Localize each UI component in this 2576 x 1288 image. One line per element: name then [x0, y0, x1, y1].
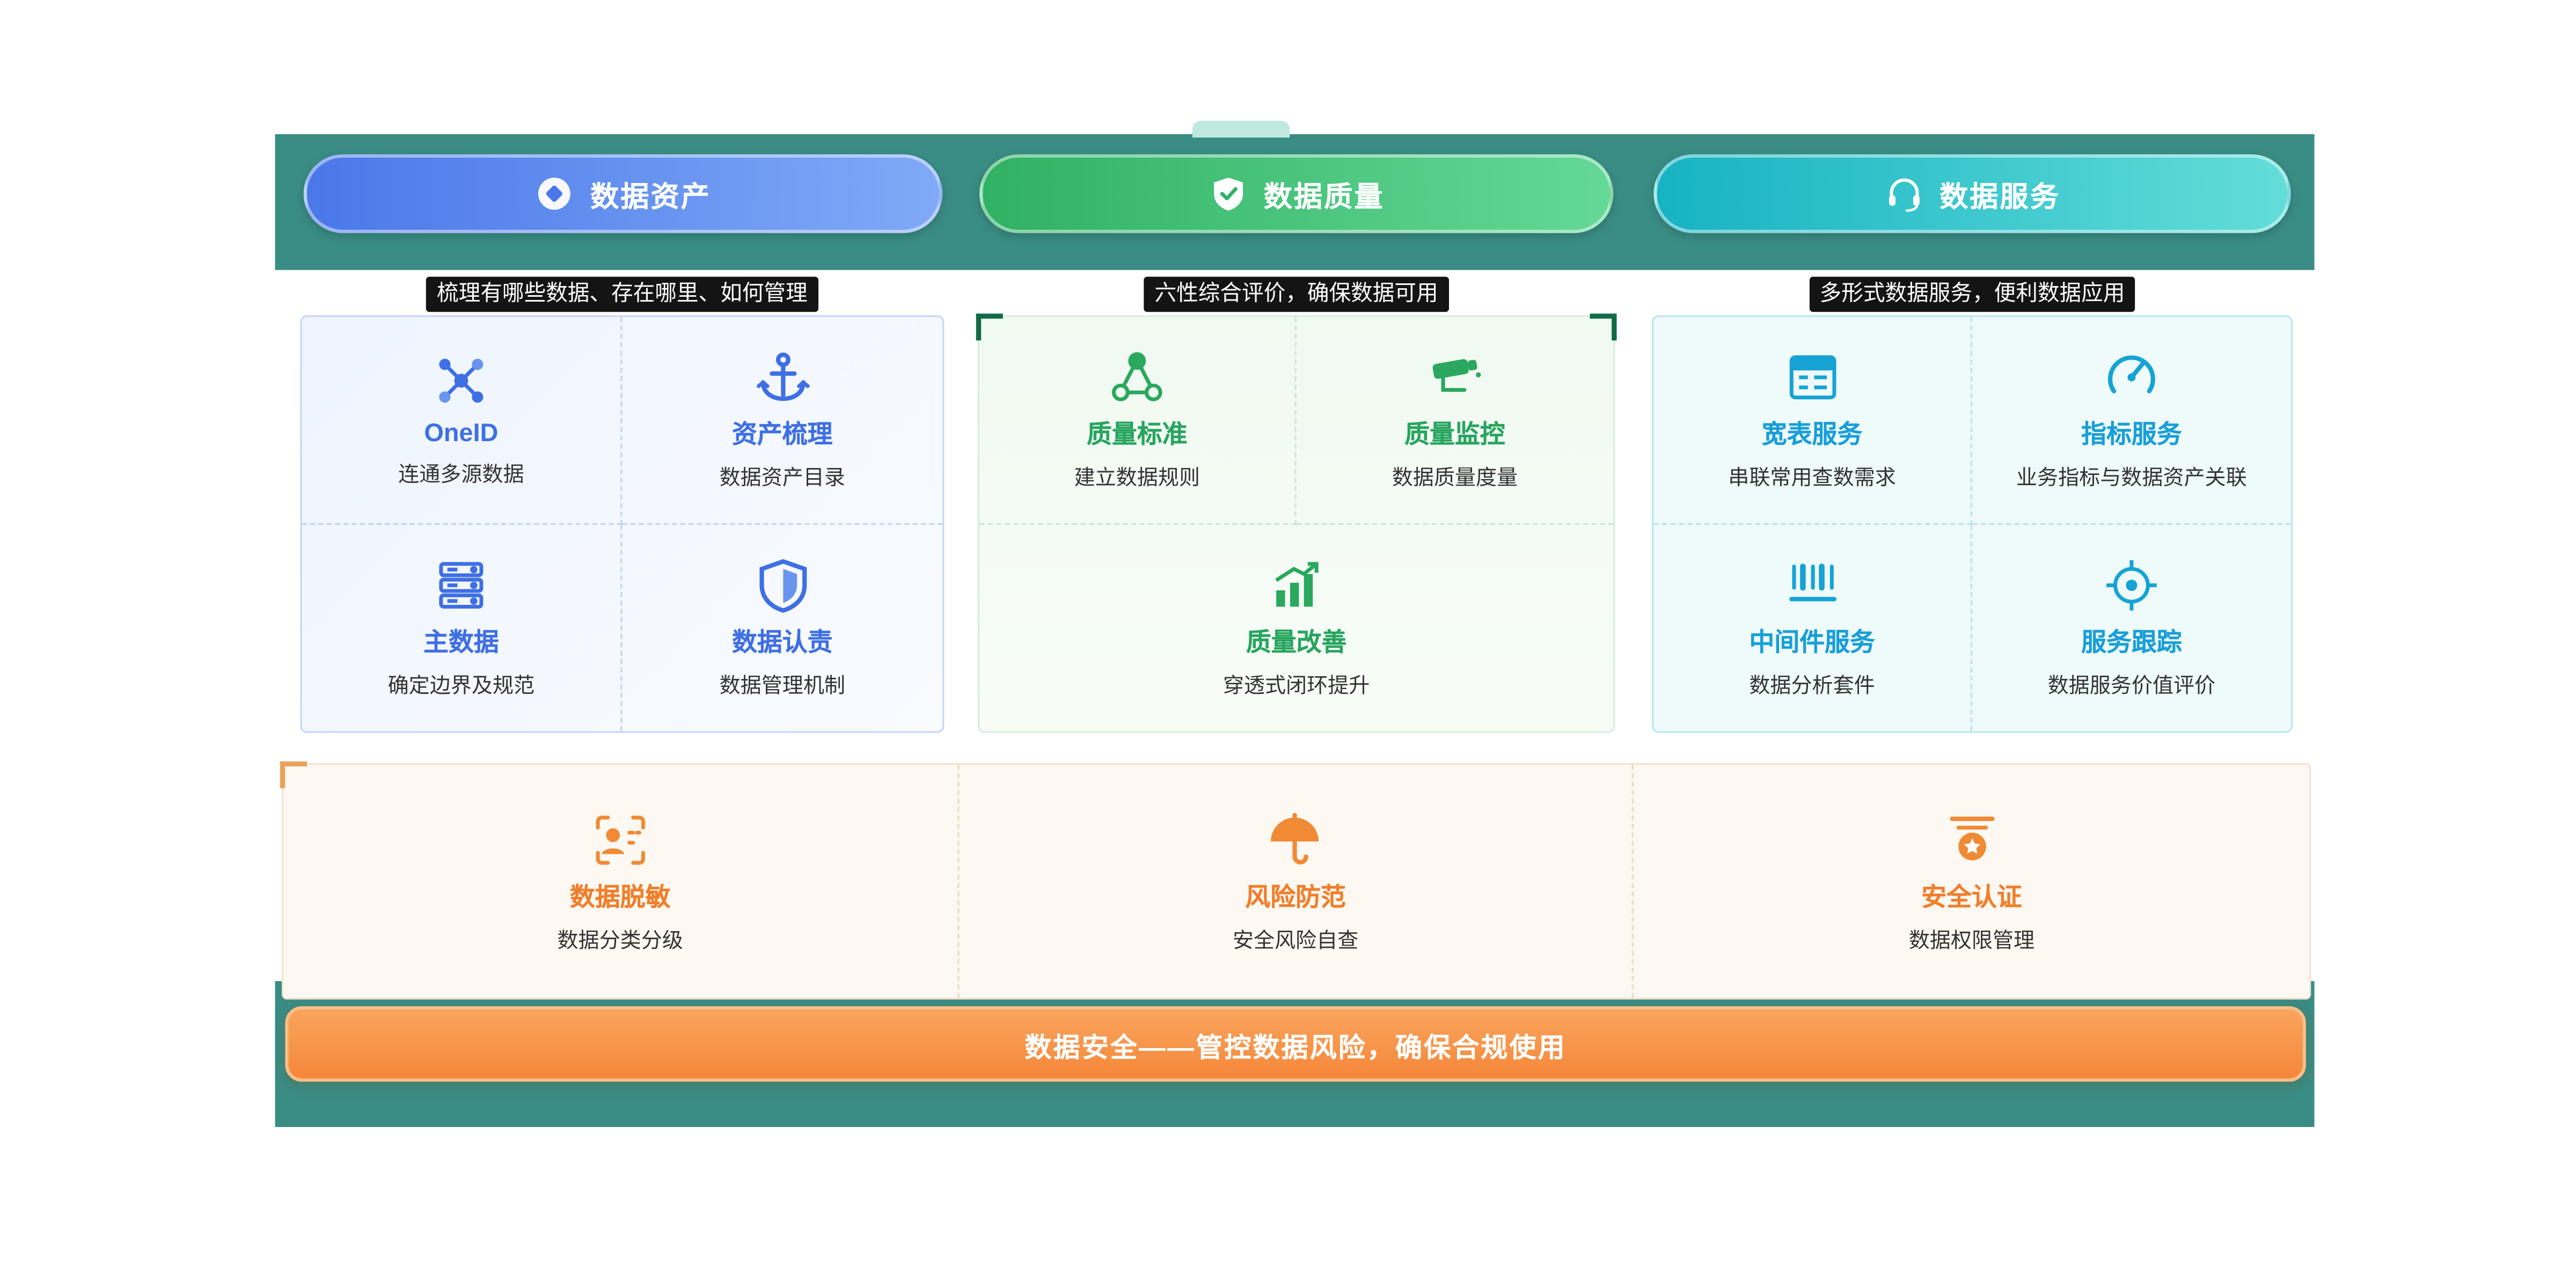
feature-subtitle: 数据权限管理: [1908, 928, 2035, 952]
feature-wide-table-service: 宽表服务 串联常用查数需求: [1653, 317, 1972, 524]
feature-security-certification: 安全认证 数据权限管理: [1634, 765, 2309, 998]
feature-quality-standard: 质量标准 建立数据规则: [979, 317, 1297, 524]
feature-title: OneID: [424, 420, 499, 449]
panel-data-quality: 质量标准 建立数据规则 质量监控 数据质量度量 质量改善 穿透式闭环提升: [976, 313, 1617, 733]
server-stack-icon: [431, 555, 492, 616]
tagline-text: 六性综合评价，确保数据可用: [1144, 276, 1448, 312]
panel-data-assets: OneID 连通多源数据 资产梳理 数据资产目录 主数据 确定边界及规范: [300, 315, 945, 733]
header-data-services[interactable]: 数据服务: [1653, 154, 2291, 233]
headset-icon: [1884, 174, 1923, 213]
header-label: 数据服务: [1940, 181, 2061, 213]
feature-subtitle: 数据资产目录: [719, 466, 845, 491]
feature-middleware-service: 中间件服务 数据分析套件: [1653, 524, 1972, 731]
feature-subtitle: 数据质量度量: [1392, 466, 1518, 491]
feature-subtitle: 数据服务价值评价: [2047, 675, 2216, 698]
feature-asset-sorting: 资产梳理 数据资产目录: [622, 317, 943, 524]
feature-quality-monitoring: 质量监控 数据质量度量: [1296, 317, 1614, 524]
feature-title: 质量改善: [1246, 629, 1347, 658]
feature-subtitle: 串联常用查数需求: [1728, 466, 1896, 491]
feature-subtitle: 穿透式闭环提升: [1223, 675, 1370, 698]
shield-icon: [752, 555, 813, 616]
feature-subtitle: 确定边界及规范: [387, 675, 535, 698]
feature-subtitle: 数据管理机制: [719, 675, 845, 698]
feature-data-accountability: 数据认责 数据管理机制: [622, 524, 942, 731]
feature-risk-prevention: 风险防范 安全风险自查: [958, 765, 1634, 998]
cctv-camera-icon: [1425, 348, 1485, 408]
feature-master-data: 主数据 确定边界及规范: [302, 524, 623, 731]
feature-subtitle: 连通多源数据: [398, 463, 524, 487]
tagline-text: 梳理有哪些数据、存在哪里、如何管理: [427, 276, 818, 312]
feature-service-tracking: 服务跟踪 数据服务价值评价: [1972, 524, 2291, 731]
feature-metric-service: 指标服务 业务指标与数据资产关联: [1972, 317, 2291, 524]
tagline-services: 多形式数据服务，便利数据应用: [1652, 276, 2293, 312]
top-tab: [1192, 121, 1290, 138]
tagline-text: 多形式数据服务，便利数据应用: [1809, 276, 2135, 312]
corner-accent: [976, 313, 1003, 341]
chart-growth-icon: [1266, 555, 1327, 616]
banner-text: 数据安全——管控数据风险，确保合规使用: [1024, 1034, 1567, 1063]
header-label: 数据资产: [590, 181, 711, 213]
feature-subtitle: 数据分析套件: [1749, 675, 1875, 698]
shield-check-icon: [1209, 174, 1247, 213]
feature-title: 中间件服务: [1749, 629, 1875, 658]
linked-nodes-icon: [1107, 348, 1168, 408]
feature-subtitle: 安全风险自查: [1232, 928, 1359, 952]
header-data-assets[interactable]: 数据资产: [303, 154, 943, 233]
header-data-quality[interactable]: 数据质量: [979, 154, 1614, 233]
feature-title: 质量标准: [1086, 421, 1188, 450]
panel-data-security: 数据脱敏 数据分类分级 风险防范 安全风险自查 安全认证 数据权限管理: [280, 761, 2311, 1000]
feature-title: 主数据: [423, 629, 499, 658]
feature-title: 质量监控: [1404, 421, 1505, 450]
feature-title: 宽表服务: [1761, 421, 1863, 450]
feature-title: 指标服务: [2081, 421, 2182, 450]
feature-title: 资产梳理: [732, 421, 833, 450]
umbrella-icon: [1265, 809, 1326, 870]
feature-title: 风险防范: [1245, 883, 1346, 912]
anchor-icon: [752, 348, 813, 408]
feature-quality-improvement: 质量改善 穿透式闭环提升: [979, 524, 1613, 731]
feature-title: 数据认责: [732, 629, 833, 658]
feature-subtitle: 业务指标与数据资产关联: [2016, 466, 2247, 491]
gauge-icon: [2102, 348, 2162, 408]
tagline-quality: 六性综合评价，确保数据可用: [978, 276, 1615, 312]
feature-title: 安全认证: [1921, 883, 2022, 912]
wide-table-icon: [1782, 348, 1842, 408]
diamond-icon: [535, 174, 574, 213]
feature-data-masking: 数据脱敏 数据分类分级: [283, 765, 959, 998]
badge-star-icon: [1942, 809, 2002, 870]
target-icon: [2102, 555, 2162, 616]
panel-data-services: 宽表服务 串联常用查数需求 指标服务 业务指标与数据资产关联 中间件服务 数据分…: [1652, 315, 2293, 733]
feature-oneid: OneID 连通多源数据: [302, 317, 623, 524]
face-scan-icon: [590, 809, 650, 870]
tagline-assets: 梳理有哪些数据、存在哪里、如何管理: [300, 276, 944, 312]
data-security-banner: 数据安全——管控数据风险，确保合规使用: [285, 1006, 2306, 1082]
feature-title: 数据脱敏: [569, 883, 671, 912]
corner-accent: [1590, 313, 1617, 341]
header-label: 数据质量: [1263, 181, 1385, 213]
feature-subtitle: 建立数据规则: [1074, 466, 1200, 491]
barcode-icon: [1782, 555, 1842, 616]
corner-accent: [280, 761, 307, 788]
feature-subtitle: 数据分类分级: [557, 928, 683, 952]
feature-title: 服务跟踪: [2081, 629, 2182, 658]
network-nodes-icon: [431, 351, 492, 412]
